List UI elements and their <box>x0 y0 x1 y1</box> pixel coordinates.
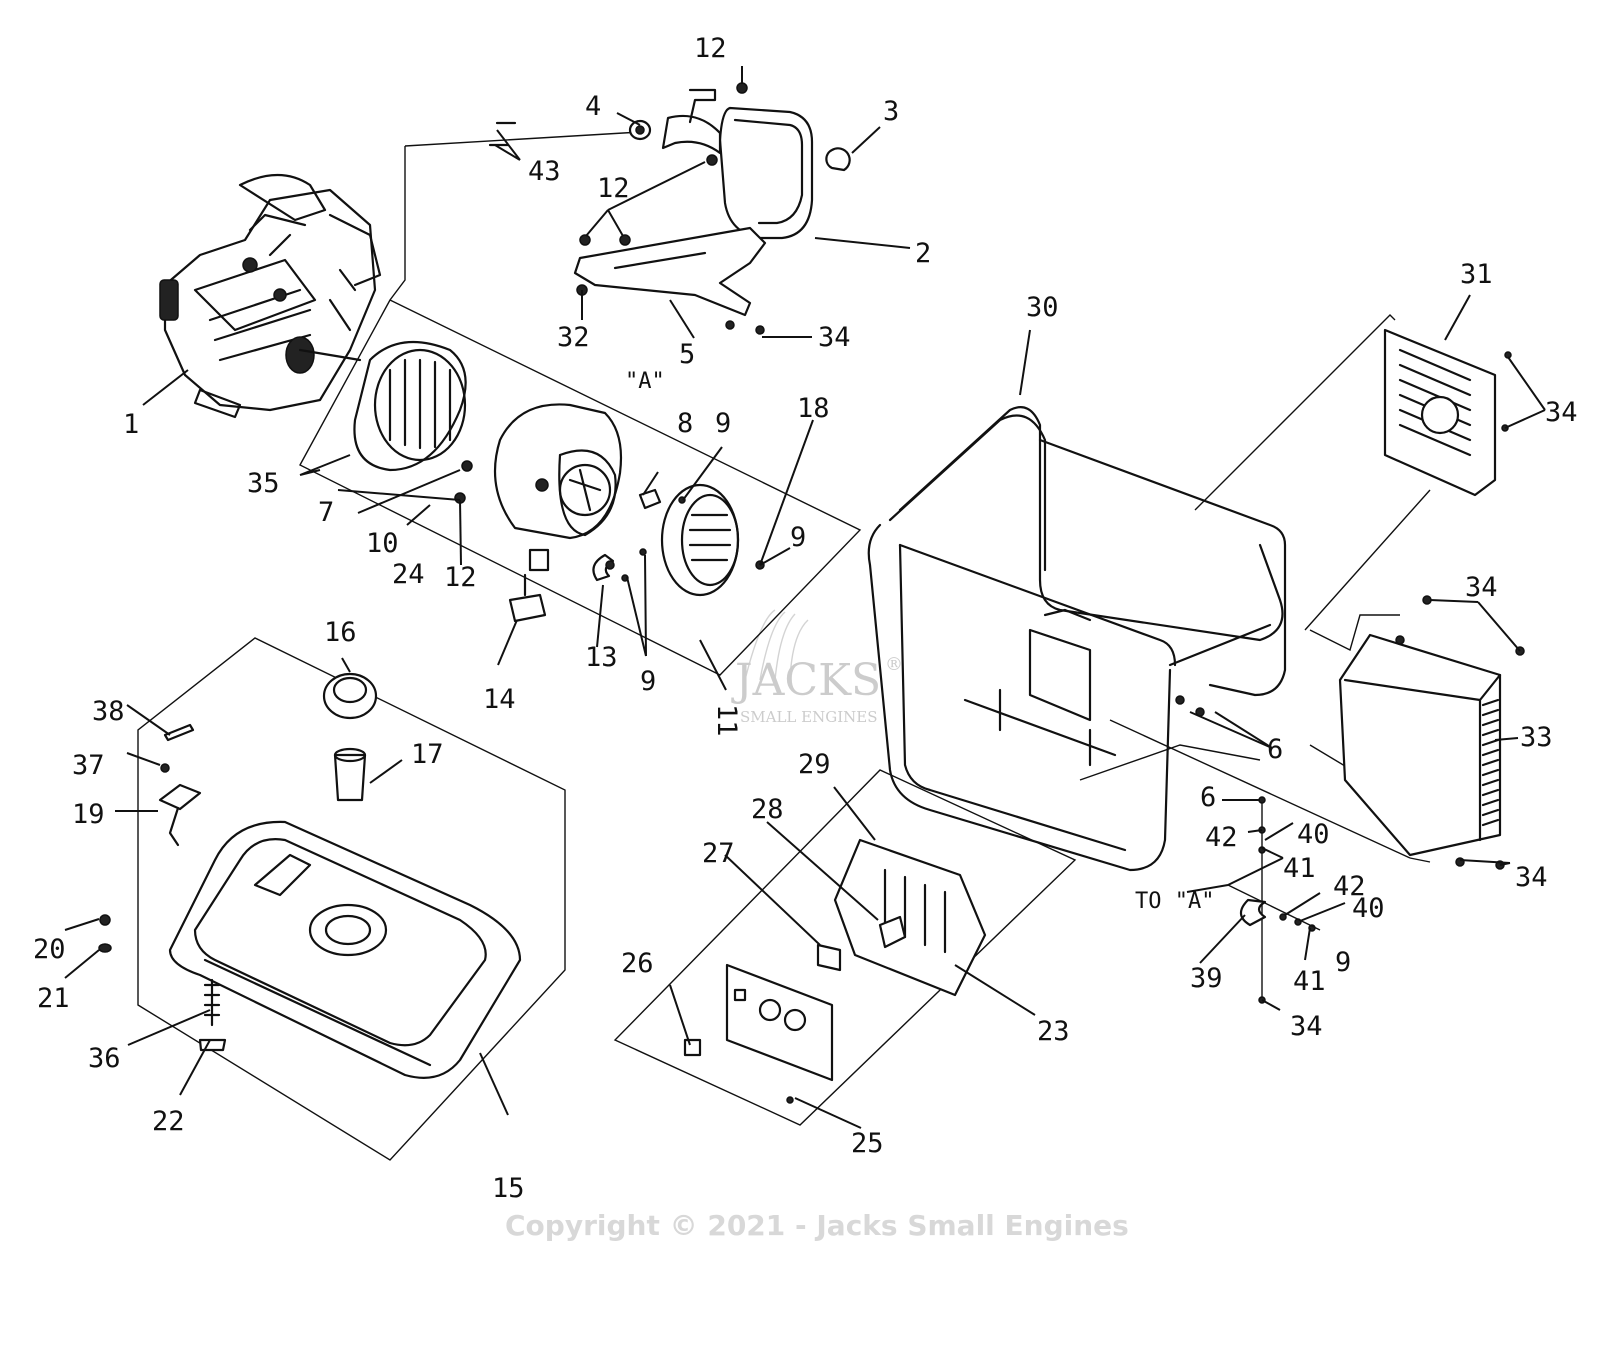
side-cover <box>1338 595 1525 870</box>
callout-34e: 34 <box>1290 1011 1323 1042</box>
callout-41a: 41 <box>1283 853 1316 884</box>
label-to-a: TO "A" <box>1135 889 1214 914</box>
alternator <box>353 340 765 623</box>
callout-34d: 34 <box>1515 862 1548 893</box>
callout-27: 27 <box>702 838 735 869</box>
callout-32: 32 <box>557 322 590 353</box>
frame <box>867 406 1287 872</box>
callout-4: 4 <box>585 91 601 122</box>
callout-18: 18 <box>797 393 830 424</box>
callout-12b: 12 <box>597 173 630 204</box>
callout-20: 20 <box>33 934 66 965</box>
callout-14: 14 <box>483 684 516 715</box>
group-outlines <box>137 131 1431 1161</box>
callout-29: 29 <box>798 749 831 780</box>
watermark-subtitle: SMALL ENGINES <box>740 708 878 726</box>
callout-34c: 34 <box>1465 572 1498 603</box>
callout-2: 2 <box>915 238 931 269</box>
callout-19: 19 <box>72 799 105 830</box>
callout-11: 11 <box>711 704 742 737</box>
callout-39: 39 <box>1190 963 1223 994</box>
callout-30: 30 <box>1026 292 1059 323</box>
callout-33: 33 <box>1520 722 1553 753</box>
callout-40a: 40 <box>1297 819 1330 850</box>
callout-9d: 9 <box>1335 947 1351 978</box>
callout-9c: 9 <box>640 666 656 697</box>
callout-37: 37 <box>72 750 105 781</box>
callout-6a: 6 <box>1267 734 1283 765</box>
callout-1: 1 <box>123 409 139 440</box>
callout-40b: 40 <box>1352 893 1385 924</box>
callout-10: 10 <box>366 528 399 559</box>
callout-9b: 9 <box>790 522 806 553</box>
callout-31: 31 <box>1460 259 1493 290</box>
callout-34b: 34 <box>1545 397 1578 428</box>
callout-24: 24 <box>392 559 425 590</box>
callout-12c: 12 <box>444 562 477 593</box>
callout-42b: 42 <box>1333 871 1366 902</box>
callout-13: 13 <box>585 642 618 673</box>
callout-15: 15 <box>492 1173 525 1204</box>
callout-23: 23 <box>1037 1016 1070 1047</box>
watermark-brand: JACKS <box>731 655 881 706</box>
callout-22: 22 <box>152 1106 185 1137</box>
callout-34a: 34 <box>818 322 851 353</box>
callout-41b: 41 <box>1293 966 1326 997</box>
callout-28: 28 <box>751 794 784 825</box>
end-panel <box>1383 328 1512 497</box>
callout-16: 16 <box>324 617 357 648</box>
copyright-notice: Copyright © 2021 - Jacks Small Engines <box>505 1209 1129 1242</box>
callout-43: 43 <box>528 156 561 187</box>
callout-6b: 6 <box>1200 782 1216 813</box>
callout-38: 38 <box>92 696 125 727</box>
callout-8: 8 <box>677 408 693 439</box>
callout-9a: 9 <box>715 408 731 439</box>
muffler <box>488 82 851 335</box>
callout-5: 5 <box>679 339 695 370</box>
callout-25: 25 <box>851 1128 884 1159</box>
watermark-logo: JACKS ® SMALL ENGINES <box>731 609 903 726</box>
label-a-marker: "A" <box>625 369 665 394</box>
callout-7: 7 <box>318 497 334 528</box>
callout-35: 35 <box>247 468 280 499</box>
callout-36: 36 <box>88 1043 121 1074</box>
fuel-tank <box>98 672 522 1079</box>
leader-lines <box>64 66 1546 1129</box>
control-panel <box>683 838 987 1104</box>
callout-42a: 42 <box>1205 822 1238 853</box>
callout-26: 26 <box>621 948 654 979</box>
engine <box>159 174 382 419</box>
callout-12a: 12 <box>694 33 727 64</box>
callout-17: 17 <box>411 739 444 770</box>
callout-3: 3 <box>883 96 899 127</box>
watermark-registered: ® <box>885 654 903 675</box>
callout-21: 21 <box>37 983 70 1014</box>
callout-labels: 1 2 3 4 5 6 6 7 8 9 9 9 9 10 11 12 12 12… <box>33 33 1578 1204</box>
